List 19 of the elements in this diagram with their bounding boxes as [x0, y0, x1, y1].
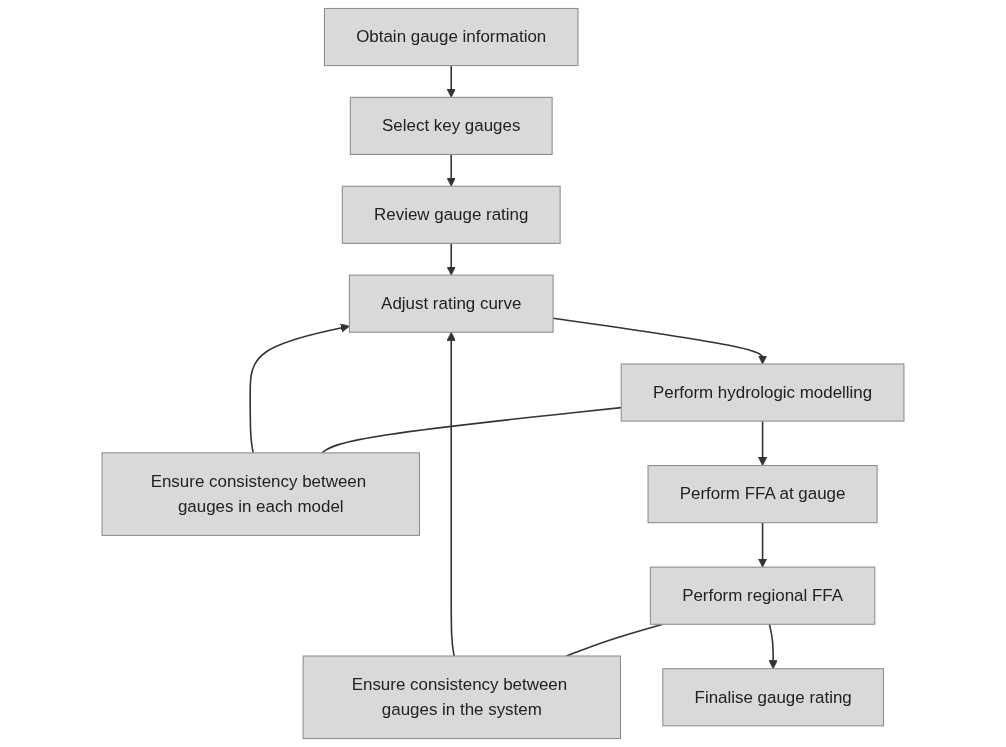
arrow [446, 64, 456, 98]
node-box: Ensure consistency between gauges in each model [101, 452, 420, 536]
node-box: Perform regional FFA [649, 566, 876, 625]
node-box: Select key gauges [349, 96, 553, 155]
arrow [446, 242, 456, 276]
node-box: Ensure consistency between gauges in the system [302, 655, 622, 740]
connector [321, 406, 622, 454]
node-box: Review gauge rating [341, 185, 561, 244]
arrow [249, 323, 350, 454]
node-box: Perform hydrologic modelling [620, 363, 905, 422]
node-box: Finalise gauge rating [662, 668, 884, 727]
node-box: Adjust rating curve [348, 274, 554, 333]
arrow [757, 420, 768, 466]
arrow [446, 153, 456, 187]
arrow [768, 623, 778, 670]
arrow [757, 521, 768, 568]
arrow [446, 331, 456, 657]
node-box: Obtain gauge information [323, 7, 579, 67]
node-box: Perform FFA at gauge [647, 465, 878, 524]
